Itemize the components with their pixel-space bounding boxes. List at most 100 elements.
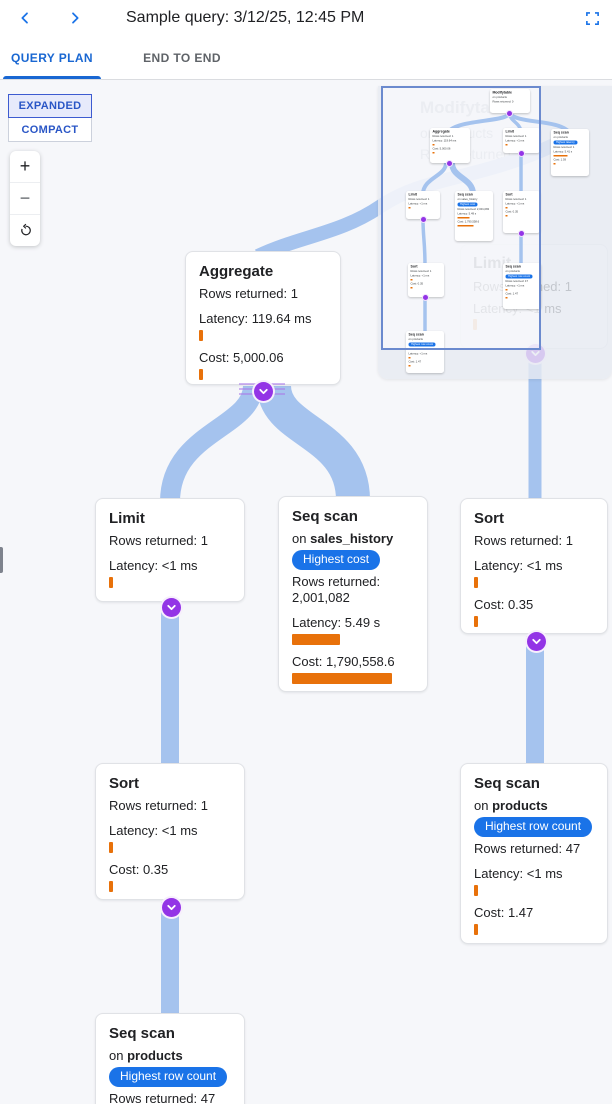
latency-value: Latency: 5.49 s	[292, 615, 381, 630]
node-title: Seq scan	[474, 775, 540, 792]
compact-button[interactable]: COMPACT	[8, 118, 92, 142]
cost-value: Cost: 0.35	[109, 862, 169, 877]
rows-returned-value: Rows returned: 47	[109, 1091, 216, 1104]
minimap-metric-bar	[410, 279, 413, 281]
latency-bar	[474, 577, 478, 588]
tab-query-plan-label: QUERY PLAN	[10, 50, 93, 65]
latency-value: Latency: <1 ms	[109, 823, 198, 838]
plan-node-aggregate[interactable]: Aggregate Rows returned: 1 Latency: 119.…	[185, 251, 341, 385]
latency-bar	[199, 330, 203, 341]
minimap-connector-dot	[506, 110, 513, 117]
latency-value: Latency: <1 ms	[109, 558, 198, 573]
chevron-down-icon	[167, 904, 176, 911]
minimap-metric-bar	[408, 207, 411, 209]
minimap-metric-bar	[505, 289, 508, 291]
rows-returned-value: Rows returned: 1	[109, 533, 208, 548]
plan-node-limit[interactable]: Limit Rows returned: 1 Latency: <1 ms	[95, 498, 245, 602]
cost-value: Cost: 1,790,558.6	[292, 654, 395, 669]
minimap-metric-bar	[410, 287, 413, 289]
collapse-node-icon-sort-right[interactable]	[525, 630, 548, 653]
node-table: on sales_history	[292, 531, 394, 546]
highest-cost-badge: Highest cost	[292, 550, 381, 570]
minimap-metric-bar	[408, 357, 411, 359]
zoom-out-button[interactable]: −	[10, 183, 40, 215]
highest-row-count-badge: Highest row count	[474, 817, 593, 837]
cost-value: Cost: 0.35	[474, 597, 534, 612]
plan-node-seq-scan-sales-history[interactable]: Seq scan on sales_history Highest cost R…	[278, 496, 428, 692]
minimap-metric-bar	[457, 217, 470, 219]
minimap-badge: Highest cost	[457, 202, 478, 207]
plan-node-seq-scan-products-bottom[interactable]: Seq scan on products Highest row count R…	[95, 1013, 245, 1104]
tab-end-to-end[interactable]: END TO END	[126, 36, 238, 79]
query-plan-canvas[interactable]: Modifytable on products Rows returned: 0…	[0, 80, 612, 1104]
minimap-metric-bar	[432, 152, 435, 154]
rows-returned-value: Rows returned: 2,001,082	[292, 574, 381, 605]
edge-aggregate-to-limit	[160, 384, 263, 503]
chevron-down-icon	[259, 388, 268, 395]
node-title: Sort	[474, 510, 504, 527]
back-button[interactable]	[10, 3, 40, 33]
minimap-badge: Highest row count	[505, 274, 533, 279]
node-title: Seq scan	[292, 508, 358, 525]
chevron-left-icon	[21, 12, 28, 24]
latency-value: Latency: <1 ms	[474, 866, 563, 881]
cost-bar	[474, 616, 478, 627]
collapse-node-icon-sort-left[interactable]	[160, 896, 183, 919]
scrollbar-thumb[interactable]	[0, 547, 3, 573]
minimap-metric-bar	[505, 207, 508, 209]
cost-bar	[199, 369, 203, 380]
tab-end-to-end-label: END TO END	[143, 50, 221, 65]
minimap-connector-dot	[422, 294, 429, 301]
plan-node-sort-right[interactable]: Sort Rows returned: 1 Latency: <1 ms Cos…	[460, 498, 608, 634]
active-tab-underline	[3, 76, 101, 79]
rows-returned-value: Rows returned: 1	[199, 286, 298, 301]
minimap-connector-dot	[420, 216, 427, 223]
zoom-in-button[interactable]: +	[10, 151, 40, 183]
node-title: Sort	[109, 775, 139, 792]
header: Sample query: 3/12/25, 12:45 PM	[0, 0, 612, 36]
zoom-controls: + −	[10, 151, 40, 246]
plan-node-seq-scan-products-right[interactable]: Seq scan on products Highest row count R…	[460, 763, 608, 944]
tab-bar: QUERY PLAN END TO END	[0, 36, 612, 80]
node-table: on products	[474, 798, 548, 813]
minimap-badge: Highest latency	[553, 140, 578, 145]
minimap-connector-dot	[518, 150, 525, 157]
edge-aggregate-to-seqscan	[257, 383, 370, 502]
cost-bar	[292, 673, 392, 684]
cost-bar	[109, 881, 113, 892]
node-table: on products	[109, 1048, 183, 1063]
collapse-node-icon-aggregate[interactable]	[252, 380, 275, 403]
forward-button[interactable]	[60, 3, 90, 33]
rows-returned-value: Rows returned: 47	[474, 841, 581, 856]
node-title: Seq scan	[109, 1025, 175, 1042]
collapse-node-icon-limit[interactable]	[160, 596, 183, 619]
latency-bar	[109, 842, 113, 853]
reset-rotate-icon	[20, 223, 31, 236]
fullscreen-icon	[585, 11, 599, 25]
minimap-connector-dot	[518, 230, 525, 237]
minimap-metric-bar	[505, 297, 508, 299]
minimap-metric-bar	[457, 225, 474, 227]
minimap-metric-bar	[553, 155, 568, 157]
view-mode-toggle: EXPANDED COMPACT	[8, 94, 92, 142]
minimap-metric-bar	[505, 215, 508, 217]
latency-bar	[109, 577, 113, 588]
reset-view-button[interactable]	[10, 215, 40, 246]
plan-node-sort-left[interactable]: Sort Rows returned: 1 Latency: <1 ms Cos…	[95, 763, 245, 900]
chevron-right-icon	[72, 12, 79, 24]
node-title: Limit	[109, 510, 145, 527]
fullscreen-button[interactable]	[578, 4, 606, 32]
rows-returned-value: Rows returned: 1	[109, 798, 208, 813]
expanded-button[interactable]: EXPANDED	[8, 94, 92, 118]
tab-query-plan[interactable]: QUERY PLAN	[0, 36, 104, 79]
cost-value: Cost: 1.47	[474, 905, 534, 920]
